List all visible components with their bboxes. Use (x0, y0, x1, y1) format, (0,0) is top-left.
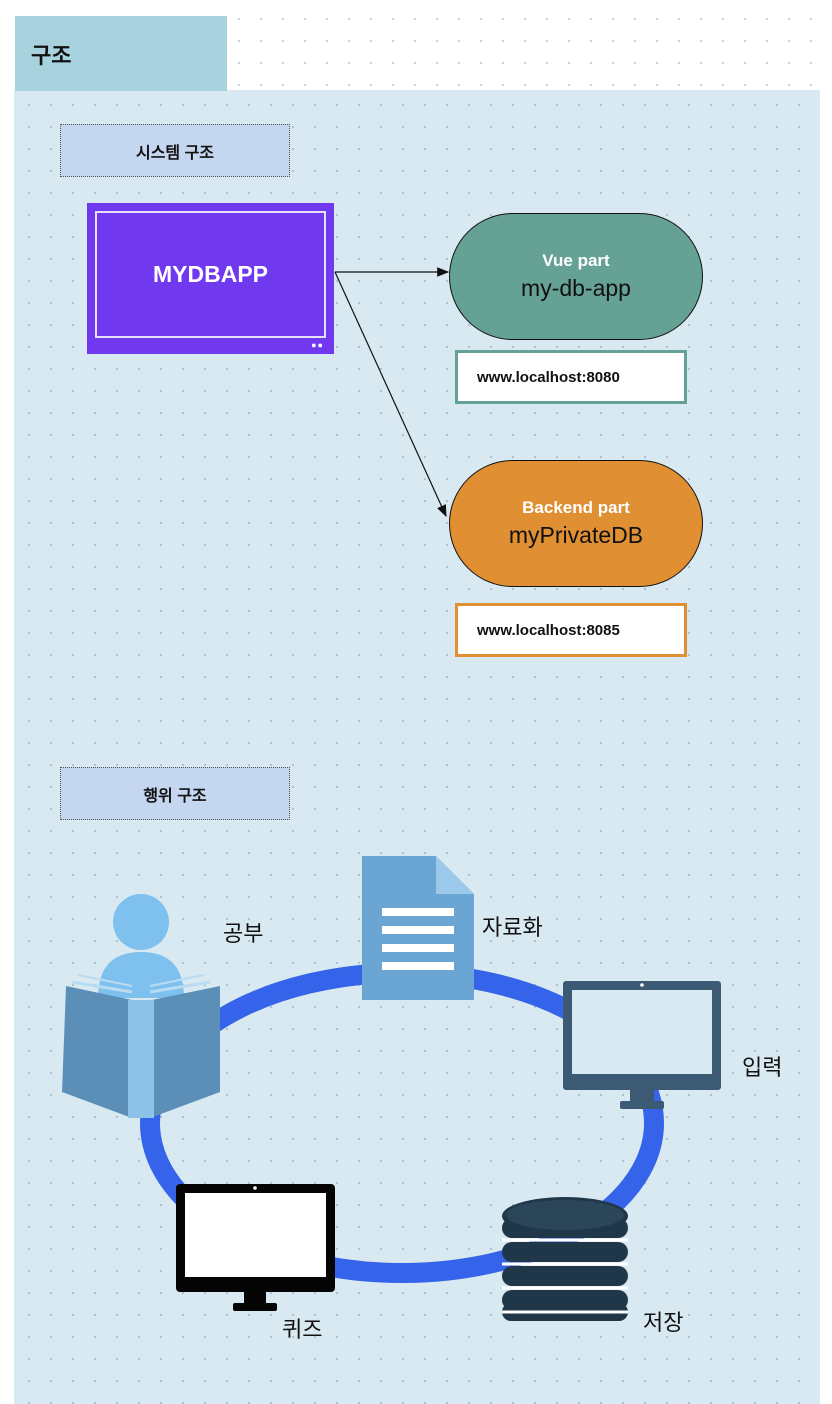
more-dots-icon: ●● (311, 340, 324, 350)
arrow-to-backend (334, 271, 447, 518)
vue-part-node[interactable]: Vue part my-db-app (449, 213, 703, 340)
monitor-icon-quiz (176, 1184, 335, 1311)
vue-url-box[interactable]: www.localhost:8080 (455, 350, 687, 404)
section-label-behavior[interactable]: 행위 구조 (60, 767, 290, 820)
step-label-save[interactable]: 저장 (643, 1310, 684, 1335)
backend-url-box[interactable]: www.localhost:8085 (455, 603, 687, 657)
monitor-icon-input (563, 981, 721, 1109)
vue-part-name: my-db-app (521, 275, 631, 301)
step-label-documenting[interactable]: 자료화 (482, 915, 543, 940)
section-label-system[interactable]: 시스템 구조 (60, 124, 290, 177)
backend-part-name: myPrivateDB (508, 522, 644, 548)
backend-part-sub: Backend part (522, 498, 630, 517)
mydbapp-label: MYDBAPP (95, 211, 326, 338)
step-label-study[interactable]: 공부 (223, 921, 264, 946)
database-icon (502, 1197, 628, 1321)
reading-person-icon (62, 894, 220, 1118)
step-label-input[interactable]: 입력 (742, 1055, 783, 1080)
step-label-quiz[interactable]: 퀴즈 (282, 1317, 323, 1342)
mydbapp-node[interactable]: MYDBAPP ●● (87, 203, 334, 354)
backend-part-node[interactable]: Backend part myPrivateDB (449, 460, 703, 587)
document-icon (362, 856, 474, 1000)
vue-part-sub: Vue part (542, 251, 610, 270)
frame-title[interactable]: 구조 (15, 16, 227, 91)
